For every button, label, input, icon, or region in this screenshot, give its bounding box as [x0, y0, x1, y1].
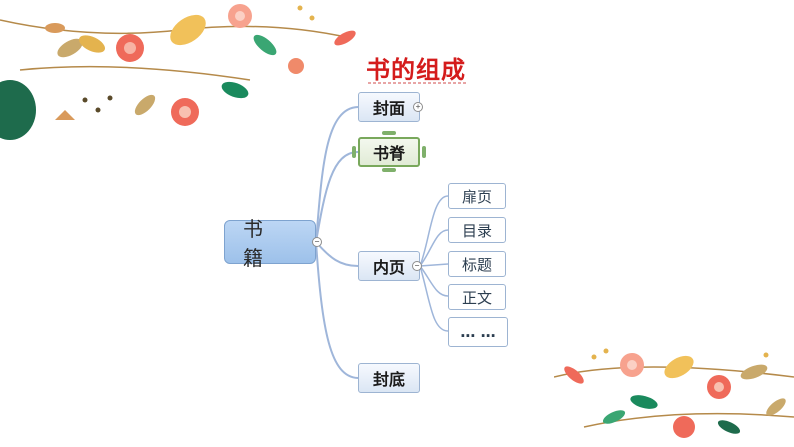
branch-cover[interactable]: 封面	[358, 92, 420, 122]
connector-root-back	[315, 241, 359, 379]
leaf-heading[interactable]: 标题	[448, 251, 506, 277]
cover-expand-icon[interactable]: +	[413, 102, 423, 112]
connector-root-spine	[315, 151, 359, 243]
leaf-table-of-contents[interactable]: 目录	[448, 217, 506, 243]
leaf-more[interactable]: … …	[448, 317, 508, 347]
selection-handle-top[interactable]	[382, 131, 396, 135]
inner-pages-collapse-icon[interactable]: −	[412, 261, 422, 271]
connector-root-cover	[315, 106, 359, 243]
leaf-title-page[interactable]: 扉页	[448, 183, 506, 209]
branch-spine[interactable]: 书脊	[358, 137, 420, 167]
selection-handle-right[interactable]	[422, 146, 426, 158]
selection-handle-bottom[interactable]	[382, 168, 396, 172]
connector-inner-more	[419, 265, 449, 332]
floral-decoration-top-left	[0, 4, 356, 140]
root-node[interactable]: 书 籍	[224, 217, 316, 270]
floral-decoration-bottom-right	[554, 348, 794, 438]
title-underline	[368, 82, 466, 84]
branch-inner-pages[interactable]: 内页	[358, 251, 420, 281]
connector-inner-heading	[419, 263, 449, 267]
connector-inner-title-page	[419, 195, 449, 267]
connector-inner-body	[419, 265, 449, 297]
diagram-title: 书的组成	[366, 56, 466, 84]
connector-inner-toc	[419, 229, 449, 267]
branch-back-cover[interactable]: 封底	[358, 363, 420, 393]
selection-handle-left[interactable]	[352, 146, 356, 158]
root-collapse-icon[interactable]: −	[312, 237, 322, 247]
connector-root-inner	[315, 241, 359, 267]
leaf-body-text[interactable]: 正文	[448, 284, 506, 310]
